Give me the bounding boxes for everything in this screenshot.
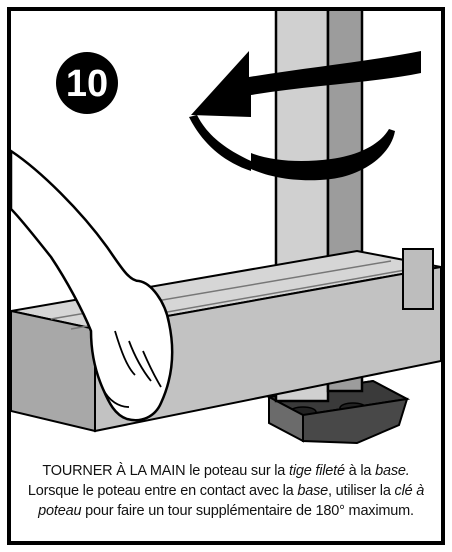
caption-term: base. [375,463,409,479]
caption-line-2: Lorsque le poteau entre en contact avec … [11,481,441,501]
caption-text: pour faire un tour supplémentaire de 180… [81,503,414,519]
caption-term: base [297,483,328,499]
caption-term: clé à [395,483,425,499]
caption-line-3: poteau pour faire un tour supplémentaire… [11,501,441,521]
caption-text: , utiliser la [328,483,395,499]
caption-term: poteau [38,503,81,519]
instruction-caption: TOURNER À LA MAIN le poteau sur la tige … [11,461,441,521]
caption-line-1: TOURNER À LA MAIN le poteau sur la tige … [11,461,441,481]
instruction-panel: 10 TOURNER À LA MAIN le poteau sur la ti… [7,7,445,545]
step-badge: 10 [56,52,118,114]
caption-text: à la [345,463,375,479]
caption-term: tige fileté [289,463,345,479]
caption-text: TOURNER À LA MAIN le poteau sur la [42,463,289,479]
caption-text: Lorsque le poteau entre en contact avec … [28,483,298,499]
step-number: 10 [66,63,108,105]
